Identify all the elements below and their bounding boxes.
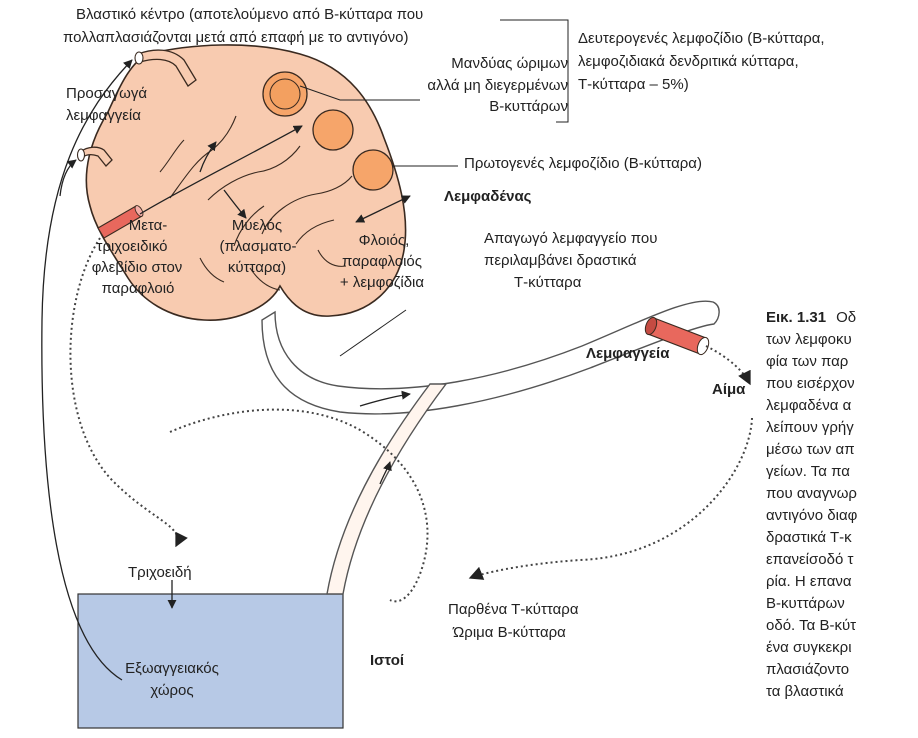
caption-line: λεμφαδένα α — [766, 395, 918, 417]
extravascular-space-label-line1: Εξωαγγειακός — [94, 660, 250, 678]
secondary-follicle-label-line2: λεμφοζιδιακά δενδριτικά κύτταρα, — [578, 53, 799, 71]
caption-line: μέσω των απ — [766, 439, 918, 461]
caption-line: επανείσοδό τ — [766, 549, 918, 571]
mantle-label-line3: Β-κυττάρων — [448, 98, 568, 116]
caption-line: ρία. Η επανα — [766, 571, 918, 593]
caption-line: αντιγόνο διαφ — [766, 505, 918, 527]
efferent-lymphatic-label-line1: Απαγωγό λεμφαγγείο που — [484, 230, 657, 248]
hev-label-line4: παραφλοιό — [86, 280, 190, 298]
caption-figure-number: Εικ. 1.31 — [766, 309, 826, 326]
tissue-lymph-duct — [327, 384, 446, 594]
caption-line: που εισέρχον — [766, 373, 918, 395]
hev-label-line3: φλεβίδιο στον — [80, 259, 194, 277]
lymphatics-label: Λεμφαγγεία — [586, 345, 669, 363]
hev-label-line2: τριχοειδικό — [80, 238, 184, 256]
caption-line: δραστικά Τ-κ — [766, 527, 918, 549]
afferent-vessel-lower-opening — [78, 149, 85, 161]
caption-line: πλασιάζοντο — [766, 659, 918, 681]
mantle-label-line2: αλλά μη διεγερμένων — [368, 77, 568, 95]
germinal-center-label-line2: πολλαπλασιάζονται μετά από επαφή με το α… — [63, 29, 409, 47]
cortex-label-line1: Φλοιός, — [336, 232, 432, 250]
secondary-follicle — [263, 72, 307, 116]
caption-line: ένα συγκεκρι — [766, 637, 918, 659]
medulla-label-line1: Μυελός — [214, 217, 300, 235]
naive-t-cells-label: Παρθένα Τ-κύτταρα — [448, 601, 579, 619]
secondary-follicle-label-line3: Τ-κύτταρα – 5%) — [578, 76, 689, 94]
efferent-lymphatic-label-line3: Τ-κύτταρα — [514, 274, 581, 292]
cortex-label-line3: + λεμφοζίδια — [322, 274, 442, 292]
caption-line: Β-κυττάρων — [766, 593, 918, 615]
caption-line: που αναγνωρ — [766, 483, 918, 505]
efferent-lymphatic-label-line2: περιλαμβάνει δραστικά — [484, 252, 637, 270]
caption-line: γείων. Τα πα — [766, 461, 918, 483]
germinal-center-label-line1: Βλαστικό κέντρο (αποτελούμενο από Β-κύττ… — [76, 6, 423, 24]
caption-line: των λεμφοκυ — [766, 329, 918, 351]
caption-line: οδό. Τα Β-κύτ — [766, 615, 918, 637]
medulla-label-line2: (πλασματο- — [202, 238, 314, 256]
secondary-follicle-label-line1: Δευτερογενές λεμφοζίδιο (Β-κύτταρα, — [578, 30, 825, 48]
caption-line: λείπουν γρήγ — [766, 417, 918, 439]
tissues-label: Ιστοί — [370, 652, 404, 670]
afferent-vessel-upper-opening — [135, 52, 143, 64]
primary-follicle — [353, 150, 393, 190]
follicle-middle — [313, 110, 353, 150]
cortex-label-line2: παραφλοιός — [326, 253, 438, 271]
mature-b-cells-label: Ώριμα Β-κύτταρα — [453, 624, 566, 642]
extravascular-space-label-line2: χώρος — [94, 682, 250, 700]
caption-line: τα βλαστικά — [766, 681, 918, 703]
afferent-lymphatics-label-line1: Προσαγωγά — [66, 85, 147, 103]
mantle-label-line1: Μανδύας ώριμων — [408, 55, 568, 73]
hev-label-line1: Μετα- — [96, 217, 200, 235]
medulla-label-line3: κύτταρα) — [214, 259, 300, 277]
lymph-node-label: Λεμφαδένας — [444, 188, 531, 206]
caption-line: φία των παρ — [766, 351, 918, 373]
afferent-lymphatics-label-line2: λεμφαγγεία — [66, 107, 141, 125]
primary-follicle-label: Πρωτογενές λεμφοζίδιο (Β-κύτταρα) — [464, 155, 702, 173]
capillaries-label: Τριχοειδή — [128, 564, 192, 582]
blood-label: Αίμα — [712, 381, 745, 399]
